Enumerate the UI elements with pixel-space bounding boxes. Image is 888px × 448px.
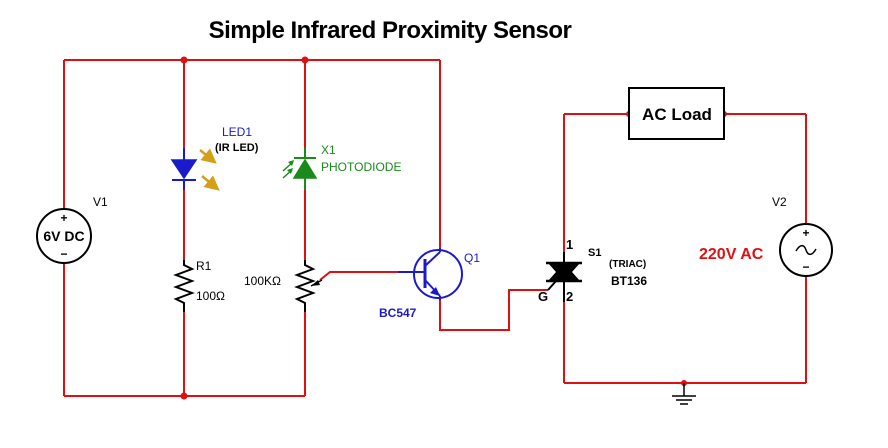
ac-load: AC Load [628, 87, 725, 140]
triac-pin2-label: 2 [566, 289, 573, 304]
junction-dot [301, 56, 309, 64]
v1-ref-label: V1 [93, 195, 108, 209]
s1-part-label: BT136 [611, 274, 647, 288]
led1-type-label: (IR LED) [215, 142, 259, 154]
v1-value-label: 6V DC [43, 228, 84, 244]
r1-ref-label: R1 [196, 259, 212, 273]
x1-type-label: PHOTODIODE [321, 160, 401, 174]
triac-gate-lead [547, 280, 557, 291]
s1-type-label: (TRIAC) [609, 259, 646, 270]
triac-lower-triangle-icon [548, 263, 580, 281]
emitter-arrow-icon [430, 287, 440, 296]
v1-source-circle [36, 208, 92, 264]
emitter-gate-wire [439, 289, 548, 331]
potentiometer-zigzag-icon [294, 260, 316, 312]
v2-ref-label: V2 [772, 195, 787, 209]
ac-load-box [628, 87, 725, 140]
wiper-base-wire [319, 271, 398, 281]
ground-icon [672, 383, 696, 405]
junction-dot [180, 56, 188, 64]
photodiode-icon [292, 158, 318, 179]
v1-minus-sign: − [60, 247, 67, 261]
led-diode-icon [170, 159, 198, 180]
v1-plus-sign: + [60, 211, 67, 225]
ac-load-label: AC Load [642, 105, 712, 124]
r1-value-label: 100Ω [196, 289, 225, 303]
q1-transistor: Q1 BC547 [379, 248, 480, 320]
r1-resistor: R1 100Ω [173, 259, 225, 312]
q1-ref-label: Q1 [464, 251, 480, 265]
triac-gate-label: G [538, 289, 548, 304]
v2-plus-sign: + [802, 226, 809, 240]
q1-part-label: BC547 [379, 306, 417, 320]
pot-value-label: 100KΩ [244, 274, 281, 288]
v2-ac-source: + − V2 220V AC [699, 195, 833, 277]
ac-wiring [563, 111, 807, 386]
diagram-title: Simple Infrared Proximity Sensor [209, 17, 572, 44]
sine-wave-icon [795, 244, 817, 256]
resistor-zigzag-icon [173, 260, 195, 312]
x1-photodiode: X1 PHOTODIODE [282, 143, 401, 190]
transistor-body-icon [413, 249, 463, 299]
dc-wiring [63, 56, 548, 400]
ir-emission-arrow-icon [201, 175, 220, 191]
led1-ir-led: LED1 (IR LED) [170, 125, 259, 191]
junction-dot [180, 392, 188, 400]
triac-pin1-label: 1 [566, 237, 573, 252]
v2-value-label: 220V AC [699, 246, 764, 263]
ir-emission-arrow-icon [199, 148, 217, 164]
x1-ref-label: X1 [321, 143, 336, 157]
led1-ref-label: LED1 [222, 125, 252, 139]
s1-ref-label: S1 [588, 247, 601, 259]
potentiometer: 100KΩ [244, 260, 323, 312]
v2-minus-sign: − [802, 260, 809, 274]
v1-dc-source: + 6V DC − V1 [36, 195, 108, 264]
transistor-collector-lead [424, 251, 441, 267]
s1-triac: 1 2 G S1 (TRIAC) BT136 [538, 237, 647, 304]
